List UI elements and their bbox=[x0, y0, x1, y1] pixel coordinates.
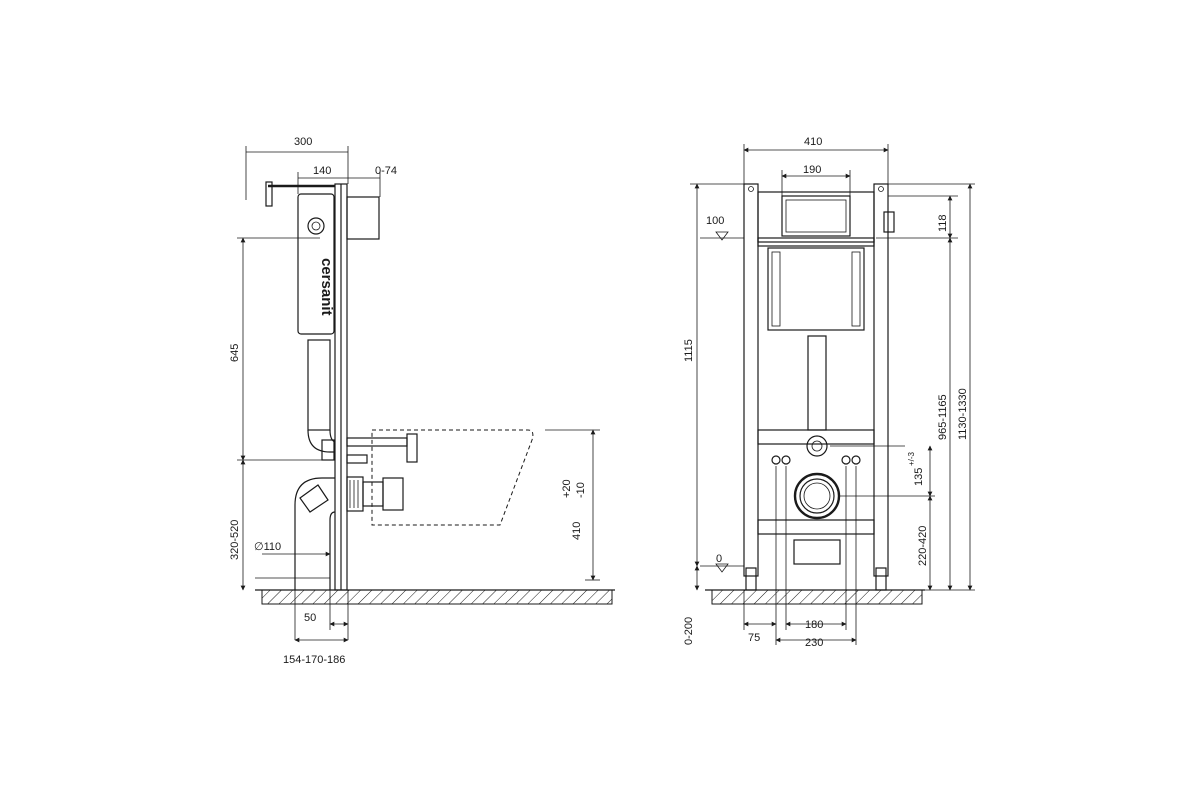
dim-410-side: 410 bbox=[571, 522, 583, 540]
dim-154-170-186: 154-170-186 bbox=[283, 654, 345, 666]
dim-135: 135 bbox=[913, 468, 925, 486]
dim-645: 645 bbox=[229, 344, 241, 362]
dim-pipe-diameter: ∅110 bbox=[254, 541, 281, 553]
side-dimensions: 300 140 0-74 645 320-520 ∅110 bbox=[229, 136, 600, 666]
side-flush-pipe bbox=[307, 339, 336, 461]
side-cistern: cersanit bbox=[297, 193, 335, 335]
dim-180: 180 bbox=[805, 619, 823, 631]
front-dimensions: 410 190 100 118 1115 965-1165 bbox=[683, 136, 975, 649]
front-frame bbox=[743, 183, 889, 591]
dim-75: 75 bbox=[748, 632, 760, 644]
dim-230: 230 bbox=[805, 637, 823, 649]
dim-118: 118 bbox=[937, 214, 949, 232]
front-flush-pipe bbox=[806, 335, 828, 457]
side-top-bracket bbox=[265, 181, 335, 207]
side-view: cersanit bbox=[229, 136, 615, 666]
front-floor bbox=[705, 589, 925, 605]
dim-220-420: 220-420 bbox=[917, 526, 929, 566]
dim-410-front: 410 bbox=[804, 136, 822, 148]
dim-0-74: 0-74 bbox=[375, 165, 397, 177]
dim-320-520: 320-520 bbox=[229, 520, 241, 560]
dim-50: 50 bbox=[304, 612, 316, 624]
side-bowl-outline bbox=[371, 429, 534, 526]
dim-1130-1330: 1130-1330 bbox=[957, 388, 969, 440]
front-drain-outlet bbox=[793, 472, 841, 565]
front-view: 410 190 100 118 1115 965-1165 bbox=[683, 136, 975, 649]
front-bolts bbox=[771, 455, 861, 465]
dim-0: 0 bbox=[716, 553, 722, 565]
dim-190: 190 bbox=[803, 164, 821, 176]
brand-label: cersanit bbox=[318, 258, 335, 316]
dim-300: 300 bbox=[294, 136, 312, 148]
side-frame bbox=[334, 183, 380, 591]
dim-100: 100 bbox=[706, 215, 724, 227]
dim-plus-20: +20 bbox=[561, 479, 573, 498]
side-floor bbox=[255, 589, 615, 605]
dim-140: 140 bbox=[313, 165, 331, 177]
dim-965-1165: 965-1165 bbox=[937, 394, 949, 440]
front-flush-plate bbox=[767, 195, 895, 331]
dim-135-tolerance: +/-3 bbox=[907, 451, 916, 466]
dim-0-200: 0-200 bbox=[683, 617, 695, 645]
side-drain-elbow bbox=[294, 477, 336, 590]
dim-minus-10: -10 bbox=[575, 482, 587, 498]
dim-1115: 1115 bbox=[683, 339, 695, 362]
side-connector bbox=[346, 433, 418, 512]
